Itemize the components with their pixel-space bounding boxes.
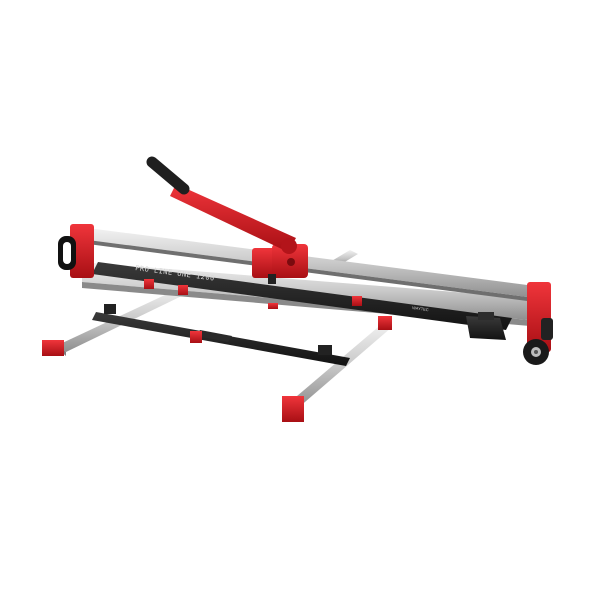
cutting-carriage bbox=[252, 244, 308, 284]
right-end-frame bbox=[523, 282, 553, 365]
arm-clamp bbox=[378, 316, 392, 330]
end-stop bbox=[466, 312, 506, 340]
left-end-frame bbox=[58, 224, 94, 278]
right-extension-arm bbox=[282, 316, 392, 422]
front-support-bar bbox=[92, 279, 362, 366]
brand-mark: WAYTEC bbox=[412, 305, 429, 312]
bar-clamp-rear bbox=[144, 279, 154, 289]
bar-clamp-right bbox=[352, 296, 362, 306]
lever-handle bbox=[146, 156, 297, 254]
front-foot bbox=[282, 396, 304, 422]
bar-clamp-left bbox=[190, 331, 202, 343]
bar-clamp-mid bbox=[178, 285, 188, 295]
bar-clamp-center bbox=[268, 303, 278, 309]
left-foot bbox=[42, 340, 64, 356]
handle-grip bbox=[146, 156, 190, 195]
guide-rail bbox=[88, 228, 535, 302]
